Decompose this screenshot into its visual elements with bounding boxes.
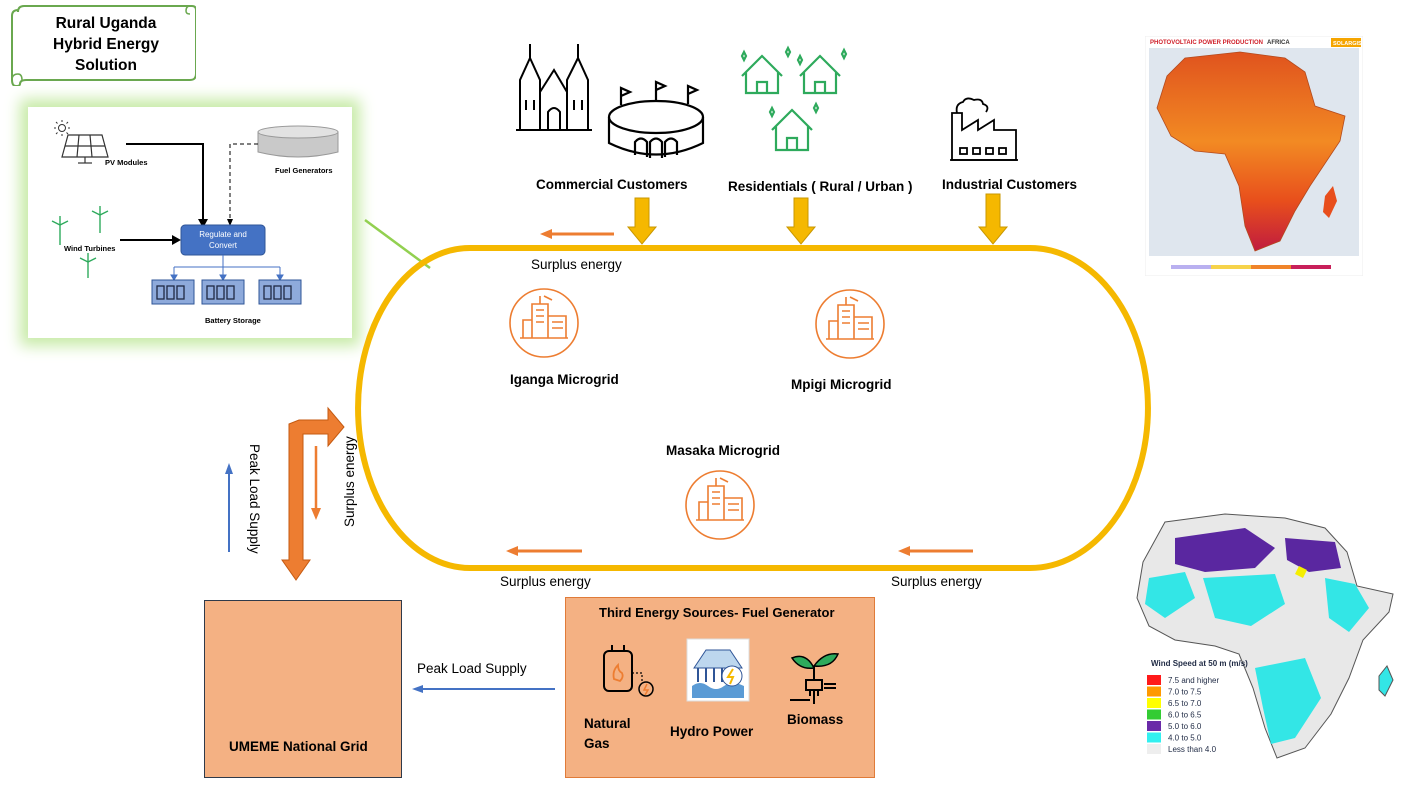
wind-legend-label: 6.5 to 7.0 (1168, 699, 1202, 708)
pv-to-regulate-arrow (126, 143, 204, 222)
wind-turbine-icon (51, 206, 109, 278)
houses-icon (740, 45, 848, 152)
surplus-energy-bottom-left-label: Surplus energy (500, 574, 591, 589)
generator-arrowhead (227, 219, 233, 226)
hybrid-system-inset: PV Modules Fuel Generators Wind Turbines… (28, 107, 352, 338)
microgrid-icon (685, 470, 755, 540)
wind-legend-label: 5.0 to 6.0 (1168, 722, 1202, 731)
wind-legend-rows: 7.5 and higher 7.0 to 7.5 6.5 to 7.0 6.0 to… (1147, 675, 1219, 754)
peak-load-horizontal-label: Peak Load Supply (417, 661, 527, 676)
wind-legend-swatch (1147, 732, 1161, 743)
wind-legend-swatch (1147, 721, 1161, 731)
wind-legend-swatch (1147, 709, 1161, 720)
battery-icon (151, 279, 302, 305)
wind-legend-swatch (1147, 675, 1161, 685)
surplus-arrow-bottom-left (506, 546, 582, 556)
residential-customers-label: Residentials ( Rural / Urban ) (728, 179, 913, 194)
wind-legend-label: 7.5 and higher (1168, 676, 1219, 685)
inset-connector-line (364, 218, 431, 270)
national-grid-label: UMEME National Grid (229, 739, 368, 754)
natural-gas-label-line1: Natural (584, 716, 631, 731)
battery-distribution-lines (170, 255, 284, 281)
wind-map-graphic: Wind Speed at 50 m (m/s) 7.5 and higher7… (1136, 513, 1394, 759)
solar-map-region: AFRICA (1267, 40, 1290, 46)
cathedral-icon (516, 44, 592, 131)
commercial-down-arrow (626, 197, 658, 245)
wind-arrowhead (172, 235, 181, 245)
wind-legend-title: Wind Speed at 50 m (m/s) (1151, 659, 1248, 668)
iganga-microgrid-label: Iganga Microgrid (510, 372, 619, 387)
peak-load-up-arrow (225, 463, 233, 552)
microgrid-loop (355, 245, 1151, 571)
fuel-generators-label: Fuel Generators (275, 166, 333, 175)
surplus-arrow-bottom-right (898, 546, 973, 556)
biomass-icon (790, 653, 840, 704)
solar-map-title: PHOTOVOLTAIC POWER PRODUCTION (1150, 40, 1263, 46)
title-line-1: Rural Uganda (55, 15, 157, 32)
title-line-3: Solution (75, 57, 137, 74)
diagram-title: Rural Uganda Hybrid Energy Solution (24, 13, 188, 76)
national-grid-box: UMEME National Grid (204, 600, 402, 778)
pv-arrowhead (198, 219, 208, 228)
stadium-icon (607, 80, 705, 158)
surplus-arrow-top (540, 229, 614, 239)
natural-gas-label: Natural Gas (584, 714, 631, 754)
battery-storage-label: Battery Storage (205, 316, 261, 325)
residential-down-arrow (785, 197, 817, 245)
wind-legend-label: 4.0 to 5.0 (1168, 734, 1202, 743)
factory-icon (950, 97, 1018, 161)
fuel-generator-icon (257, 125, 339, 158)
hybrid-system-diagram: PV Modules Fuel Generators Wind Turbines… (51, 120, 339, 325)
industrial-down-arrow (977, 193, 1009, 245)
surplus-energy-top-label: Surplus energy (531, 257, 622, 272)
third-sources-title: Third Energy Sources- Fuel Generator (599, 605, 835, 620)
masaka-microgrid-label: Masaka Microgrid (666, 443, 781, 458)
biomass-label: Biomass (787, 712, 844, 727)
grid-feed-bent-arrow (281, 406, 345, 581)
wind-legend-label: Less than 4.0 (1168, 745, 1217, 754)
wind-legend-swatch (1147, 698, 1161, 708)
peak-load-vertical-label: Peak Load Supply (247, 444, 262, 554)
microgrid-icon (509, 288, 579, 358)
solar-map-brand: SOLARGIS (1333, 41, 1362, 47)
wind-legend-label: 7.0 to 7.5 (1168, 688, 1202, 697)
sun-icon (54, 120, 70, 136)
title-scroll-banner (11, 5, 196, 86)
surplus-down-arrow (311, 446, 321, 520)
wind-legend-swatch (1147, 744, 1161, 754)
natural-gas-label-line2: Gas (584, 736, 610, 751)
commercial-customers-label: Commercial Customers (536, 177, 688, 192)
wind-legend-label: 6.0 to 6.5 (1168, 711, 1202, 720)
generator-to-regulate-arrow (229, 143, 258, 222)
title-line-2: Hybrid Energy (53, 36, 159, 53)
hydro-power-icon (686, 638, 750, 702)
mpigi-microgrid-label: Mpigi Microgrid (791, 377, 892, 392)
microgrid-icon (815, 289, 885, 359)
surplus-vertical-label: Surplus energy (342, 436, 357, 527)
regulate-label-line1: Regulate and (199, 230, 247, 239)
wind-turbines-label: Wind Turbines (64, 244, 115, 253)
natural-gas-icon (603, 645, 654, 697)
solar-potential-map: PHOTOVOLTAIC POWER PRODUCTION AFRICA SOL… (1144, 35, 1364, 277)
peak-load-left-arrow (412, 685, 555, 693)
pv-panel-icon (61, 134, 109, 164)
regulate-label-line2: Convert (209, 241, 238, 250)
third-energy-sources-box: Third Energy Sources- Fuel Generator Nat… (565, 597, 875, 778)
pv-modules-label: PV Modules (105, 158, 148, 167)
hydro-power-label: Hydro Power (670, 724, 754, 739)
wind-legend: Wind Speed at 50 m (m/s) (1151, 659, 1248, 668)
surplus-energy-bottom-right-label: Surplus energy (891, 574, 982, 589)
industrial-customers-label: Industrial Customers (942, 177, 1078, 192)
solar-map-graphic: PHOTOVOLTAIC POWER PRODUCTION AFRICA SOL… (1144, 35, 1364, 277)
wind-legend-swatch (1147, 686, 1161, 697)
